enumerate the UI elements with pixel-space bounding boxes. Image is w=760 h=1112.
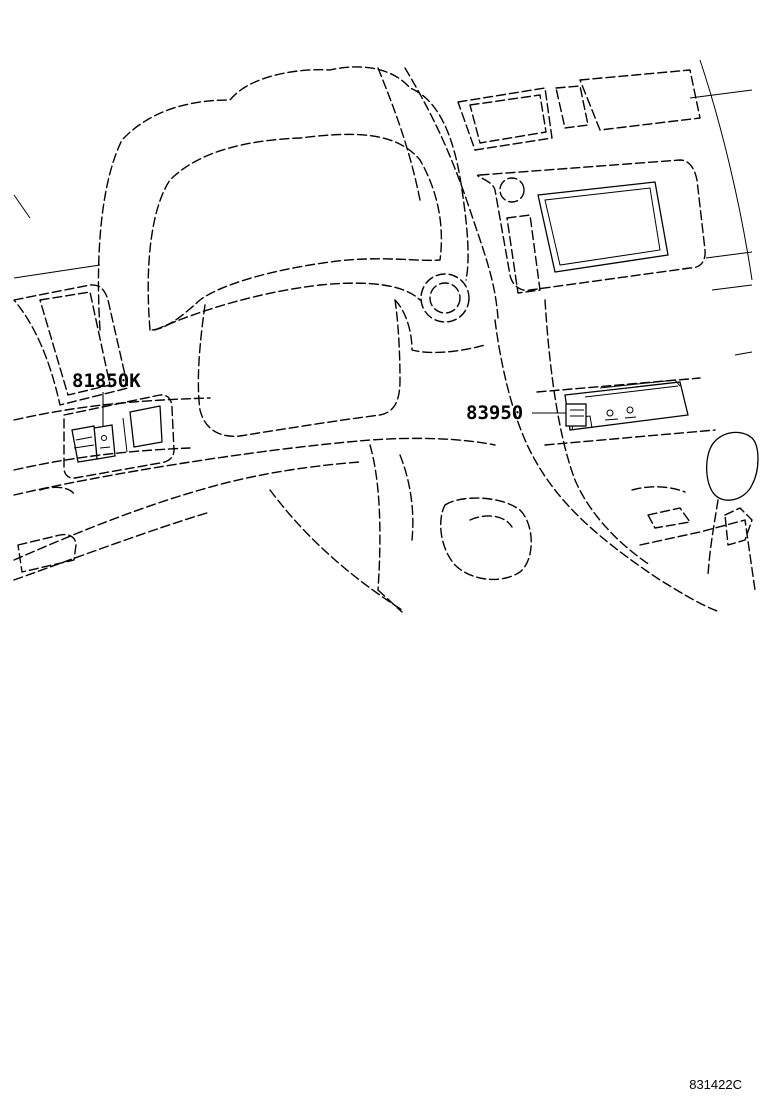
column-lower-shroud — [369, 444, 381, 591]
lower-dash-line-2 — [13, 437, 496, 496]
cluster-hood-inner — [147, 133, 443, 331]
shift-gate — [724, 507, 753, 546]
display-screen-inner — [544, 187, 661, 266]
console-tray-lower — [647, 507, 691, 529]
floor-line-2 — [377, 589, 403, 613]
lower-panel-bottom — [544, 429, 716, 446]
cluster-hood-outline — [97, 66, 469, 331]
floor-line — [269, 489, 403, 611]
left-control-slot — [506, 214, 541, 294]
console-left-edge — [494, 319, 721, 613]
lower-dash-line-1 — [13, 397, 211, 421]
hazard-button — [555, 85, 589, 129]
knee-bolster-lower — [13, 511, 211, 581]
left-vent — [13, 284, 129, 406]
a-pillar-line — [404, 67, 499, 319]
center-knob — [499, 177, 525, 203]
left-lower-pocket — [17, 533, 77, 573]
part-number-83950: 83950 — [466, 402, 524, 424]
right-dash-line-2 — [705, 251, 753, 259]
shift-lever-shaft — [707, 499, 719, 576]
column-lower-shroud-right — [399, 454, 414, 541]
column-shroud — [394, 299, 486, 354]
diagram-reference-id: 831422C — [689, 1077, 742, 1092]
switch-slot-edge — [122, 417, 128, 453]
display-screen — [537, 181, 669, 273]
ignition-ring-outer — [420, 273, 470, 323]
center-stack-top-vent-inner — [469, 94, 547, 144]
shift-boot — [639, 519, 756, 591]
ignition-ring-inner — [429, 282, 461, 314]
right-dash-curve — [699, 59, 753, 281]
climate-control-unit — [564, 379, 689, 431]
left-edge-mark — [13, 194, 31, 219]
left-vent-inner — [39, 291, 111, 396]
left-knee-tab — [39, 486, 76, 496]
right-dash-line-3 — [711, 284, 753, 291]
console-inner-edge — [544, 299, 651, 566]
lower-center-recess — [440, 497, 532, 581]
fog-light-switch — [71, 424, 116, 463]
cluster-hood-lower-lip — [154, 282, 421, 331]
right-dash-top — [689, 89, 753, 99]
console-tray — [631, 486, 686, 493]
windshield-edge — [377, 67, 421, 201]
center-stack-top-vent — [457, 87, 553, 151]
left-dash-top — [13, 264, 101, 279]
lower-center-recess-inner — [469, 515, 513, 528]
knee-panel-top — [13, 447, 191, 471]
switch-panel — [63, 394, 175, 479]
steering-column-cover — [197, 299, 401, 437]
knee-bolster — [13, 461, 361, 561]
center-stack-frame — [476, 159, 706, 292]
center-stack-right-vent — [579, 69, 701, 131]
right-dash-line-4 — [734, 351, 753, 356]
shift-knob — [706, 431, 759, 501]
part-number-81850k: 81850K — [72, 370, 141, 392]
switch-blank-slot — [129, 405, 163, 448]
